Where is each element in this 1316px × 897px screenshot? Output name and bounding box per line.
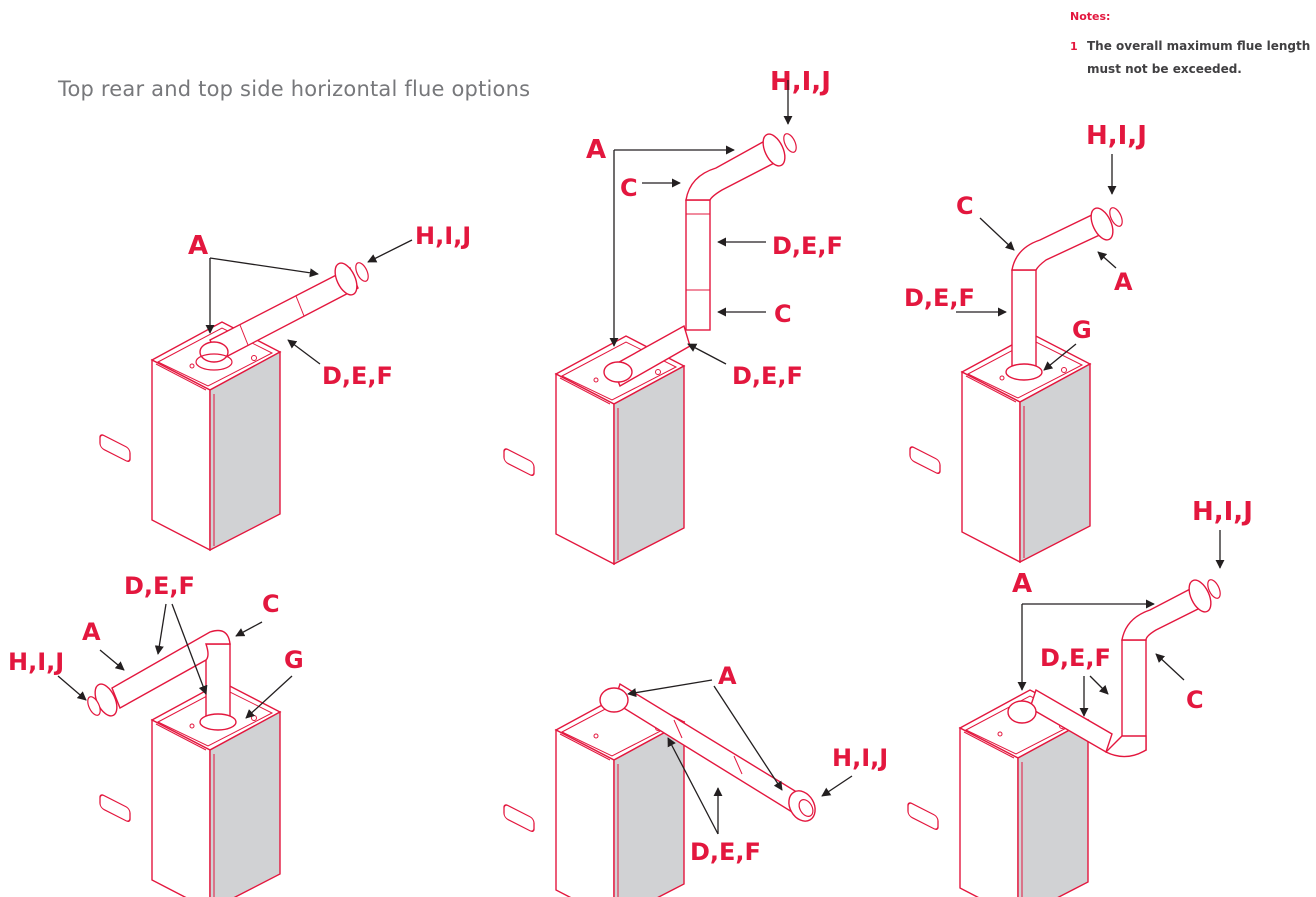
label-c: C — [262, 590, 280, 618]
label-hij: H,I,J — [832, 744, 888, 772]
label-a: A — [718, 662, 737, 690]
note-text: The overall maximum flue length must not… — [1087, 39, 1311, 76]
label-def: D,E,F — [322, 362, 393, 390]
label-def: D,E,F — [124, 572, 195, 600]
label-hij: H,I,J — [8, 648, 64, 676]
notes-panel: Notes: 1 The overall maximum flue length… — [1070, 10, 1316, 81]
label-g: G — [1072, 316, 1092, 344]
label-hij: H,I,J — [770, 67, 831, 97]
label-hij: H,I,J — [1086, 121, 1147, 151]
flue-option-4: D,E,F C A G H,I,J — [8, 572, 304, 897]
flue-option-2: A C H,I,J D,E,F C D,E,F — [503, 67, 843, 565]
label-a: A — [1012, 569, 1032, 599]
label-c: C — [620, 174, 638, 202]
label-def: D,E,F — [772, 232, 843, 260]
flue-option-3: H,I,J C A D,E,F G — [904, 121, 1147, 563]
label-a: A — [586, 135, 606, 165]
label-def: D,E,F — [732, 362, 803, 390]
label-def: D,E,F — [690, 838, 761, 866]
flue-option-1: A H,I,J D,E,F — [99, 222, 471, 551]
label-a: A — [1114, 268, 1133, 296]
label-g: G — [284, 646, 304, 674]
page-title: Top rear and top side horizontal flue op… — [58, 77, 531, 101]
label-hij: H,I,J — [415, 222, 471, 250]
label-a: A — [188, 231, 208, 261]
label-c: C — [1186, 686, 1204, 714]
note-item: 1 The overall maximum flue length must n… — [1070, 35, 1316, 81]
label-a: A — [82, 618, 101, 646]
note-number: 1 — [1070, 40, 1078, 53]
flue-option-6: H,I,J A D,E,F C — [907, 497, 1253, 897]
flue-option-5: A H,I,J D,E,F — [503, 662, 888, 897]
notes-heading: Notes: — [1070, 10, 1111, 23]
label-def: D,E,F — [904, 284, 975, 312]
label-c: C — [774, 300, 792, 328]
label-c: C — [956, 192, 974, 220]
label-hij: H,I,J — [1192, 497, 1253, 527]
label-def: D,E,F — [1040, 644, 1111, 672]
